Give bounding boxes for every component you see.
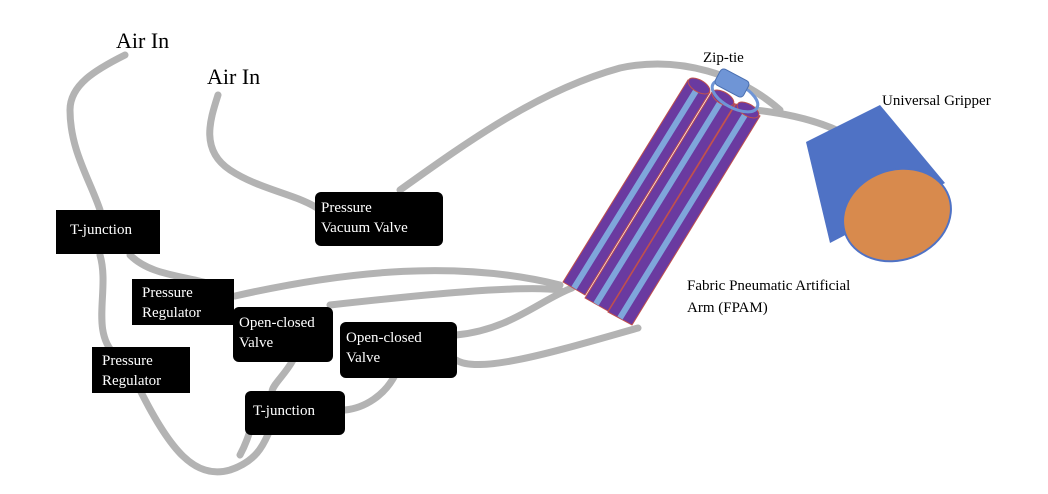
pressure-regulator-upper-box: Pressure Regulator [132,279,234,325]
air-in-left-label: Air In [116,28,170,53]
zip-tie-shape [710,68,760,114]
open-closed-valve-right-box: Open-closed Valve [340,322,457,378]
t-junction-bottom-box: T-junction [245,391,345,435]
tube-left-valve-to-tjunction [268,356,297,396]
tube-regulator-lower-loop [136,386,274,476]
zip-tie-label: Zip-tie [703,50,744,66]
tube-right-valve-to-tjunction [341,371,399,414]
gripper-body [806,105,945,243]
air-in-right-label: Air In [207,64,261,89]
pressure-regulator-lower-box: Pressure Regulator [92,347,190,393]
fpam-cap-3 [736,101,760,119]
air-tubes [66,51,856,476]
fpam-cap-1 [687,77,711,95]
universal-gripper-shape [806,105,952,263]
fpam-tube-2 [584,91,736,312]
fpam-arm [562,77,761,326]
fpam-label: Fabric Pneumatic Artificial Arm (FPAM) [687,278,851,316]
tube-tjunction-down [96,251,119,359]
fpam-tube-3 [607,103,761,326]
tube-right-valve-to-arm-low [452,324,642,369]
open-closed-valve-left-box: Open-closed Valve [233,307,333,362]
tube-regulator-to-arm [231,267,564,300]
fpam-tube-1 [562,79,711,296]
universal-gripper-label: Universal Gripper [882,93,991,109]
tube-left-valve-to-arm [326,285,564,309]
tube-right-valve-to-arm [452,284,576,339]
t-junction-top-box: T-junction [56,210,160,254]
tube-air-in-left [66,51,129,214]
tube-air-in-right [206,91,324,214]
gripper-base [842,167,952,263]
pressure-vacuum-valve-box: Pressure Vacuum Valve [315,192,443,246]
